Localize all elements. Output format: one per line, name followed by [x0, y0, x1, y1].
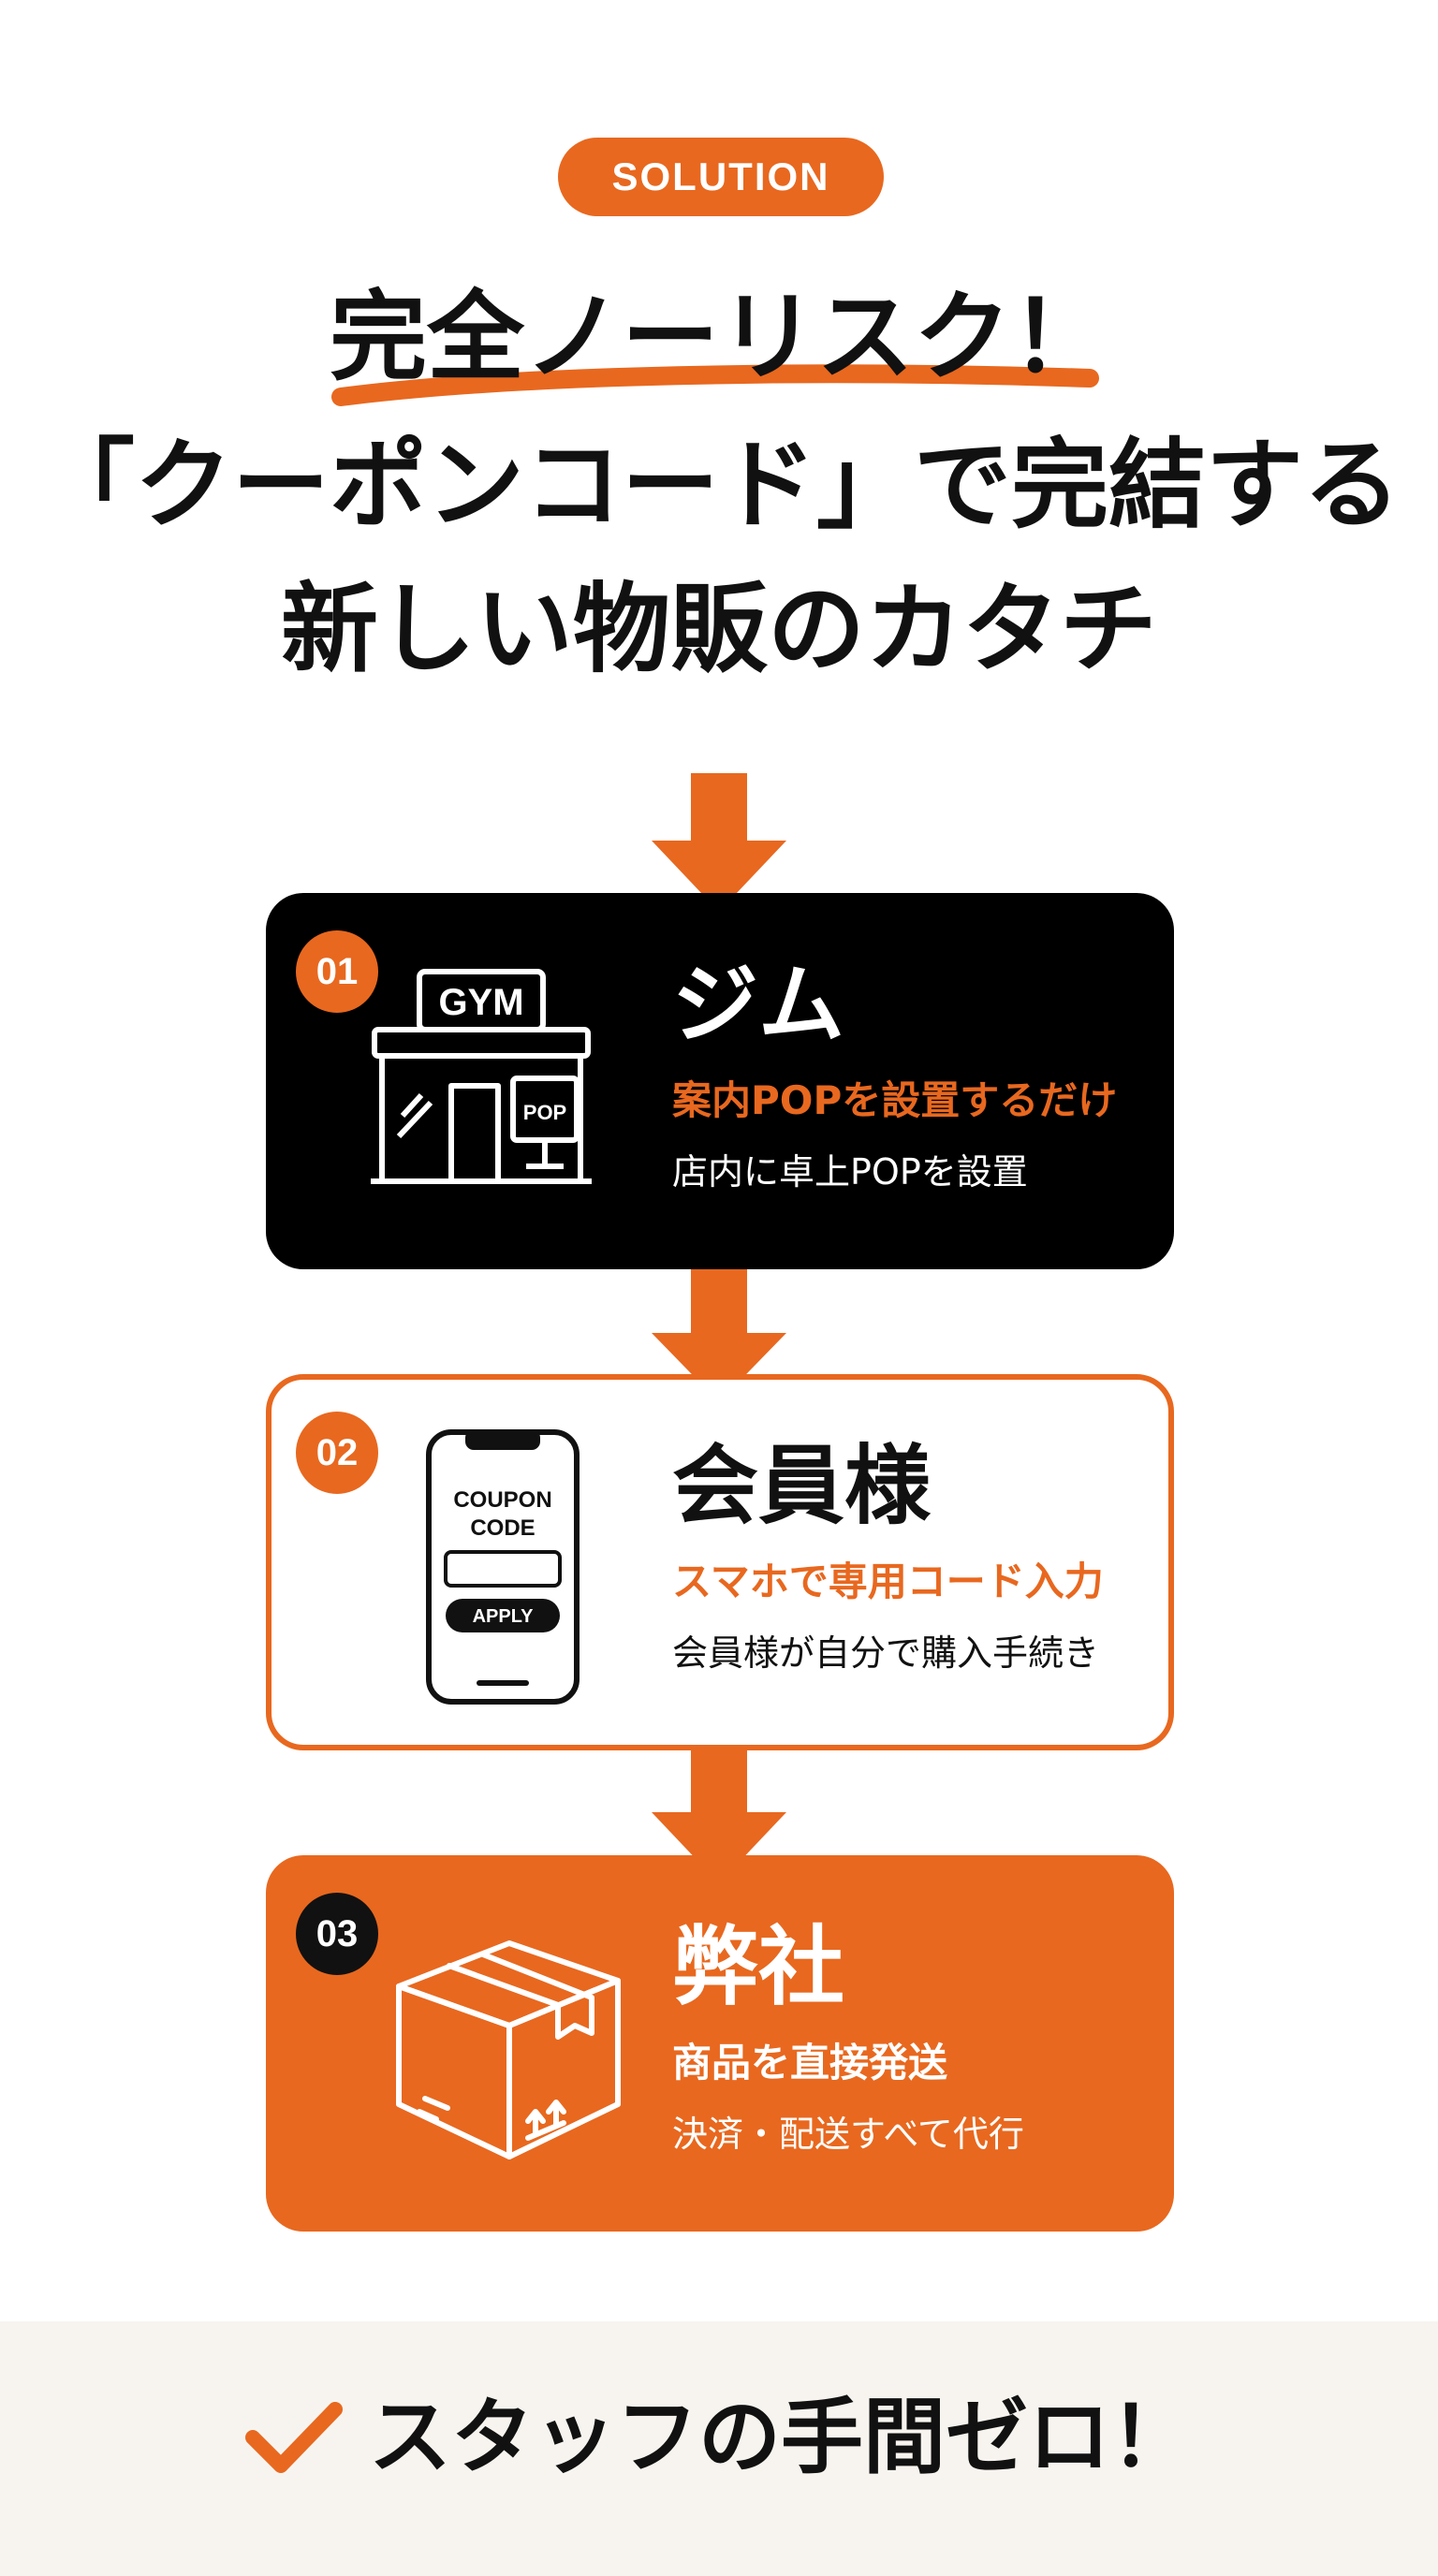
- headline-line-1: 完全ノーリスク！: [329, 280, 1108, 394]
- coupon-text: COUPON: [453, 1487, 551, 1513]
- gym-storefront-icon: GYM POP: [371, 969, 592, 1184]
- code-text: CODE: [470, 1515, 535, 1541]
- footer-text: スタッフの手間ゼロ！: [368, 2389, 1193, 2485]
- step-description: 店内に卓上POPを設置: [672, 1151, 1028, 1193]
- smartphone-coupon-icon: COUPON CODE APPLY: [426, 1429, 580, 1705]
- shipping-box-icon: [396, 1940, 621, 2159]
- step-title: 弊社: [672, 1917, 845, 2017]
- step-card-member: 02 COUPON CODE APPLY 会員様 スマホで専用コード入力 会員様…: [266, 1374, 1174, 1750]
- headline-line-2: 「クーポンコード」で完結する: [37, 428, 1401, 542]
- step-number-badge: 03: [296, 1893, 378, 1975]
- flow-arrow-icon: [652, 773, 786, 912]
- step-description: 会員様が自分で購入手続き: [672, 1632, 1100, 1674]
- step-subtitle: 商品を直接発送: [672, 2040, 948, 2086]
- step-card-company: 03 弊社 商品を直接発送 決済・配送すべて代行: [266, 1855, 1174, 2232]
- pop-sign-text: POP: [523, 1101, 566, 1124]
- step-number-badge: 02: [296, 1412, 378, 1494]
- headline-line-3: 新しい物販のカタチ: [280, 572, 1157, 686]
- step-number-badge: 01: [296, 930, 378, 1013]
- gym-sign-text: GYM: [438, 982, 523, 1023]
- headline-underline: [331, 364, 1099, 406]
- solution-badge: SOLUTION: [558, 138, 884, 216]
- step-title: 会員様: [672, 1436, 932, 1536]
- step-title: ジム: [672, 955, 845, 1055]
- flow-arrow-icon: [652, 1749, 786, 1883]
- checkmark-icon: [244, 2402, 343, 2473]
- step-subtitle: スマホで専用コード入力: [672, 1559, 1104, 1604]
- step-card-gym: 01 GYM POP ジム 案内POPを設置するだけ 店内に卓上POPを設置: [266, 893, 1174, 1269]
- flow-arrow-icon: [652, 1269, 786, 1402]
- step-description: 決済・配送すべて代行: [672, 2114, 1024, 2155]
- step-subtitle: 案内POPを設置するだけ: [672, 1077, 1118, 1123]
- apply-text: APPLY: [473, 1606, 535, 1627]
- footer-banner: スタッフの手間ゼロ！: [0, 2321, 1438, 2576]
